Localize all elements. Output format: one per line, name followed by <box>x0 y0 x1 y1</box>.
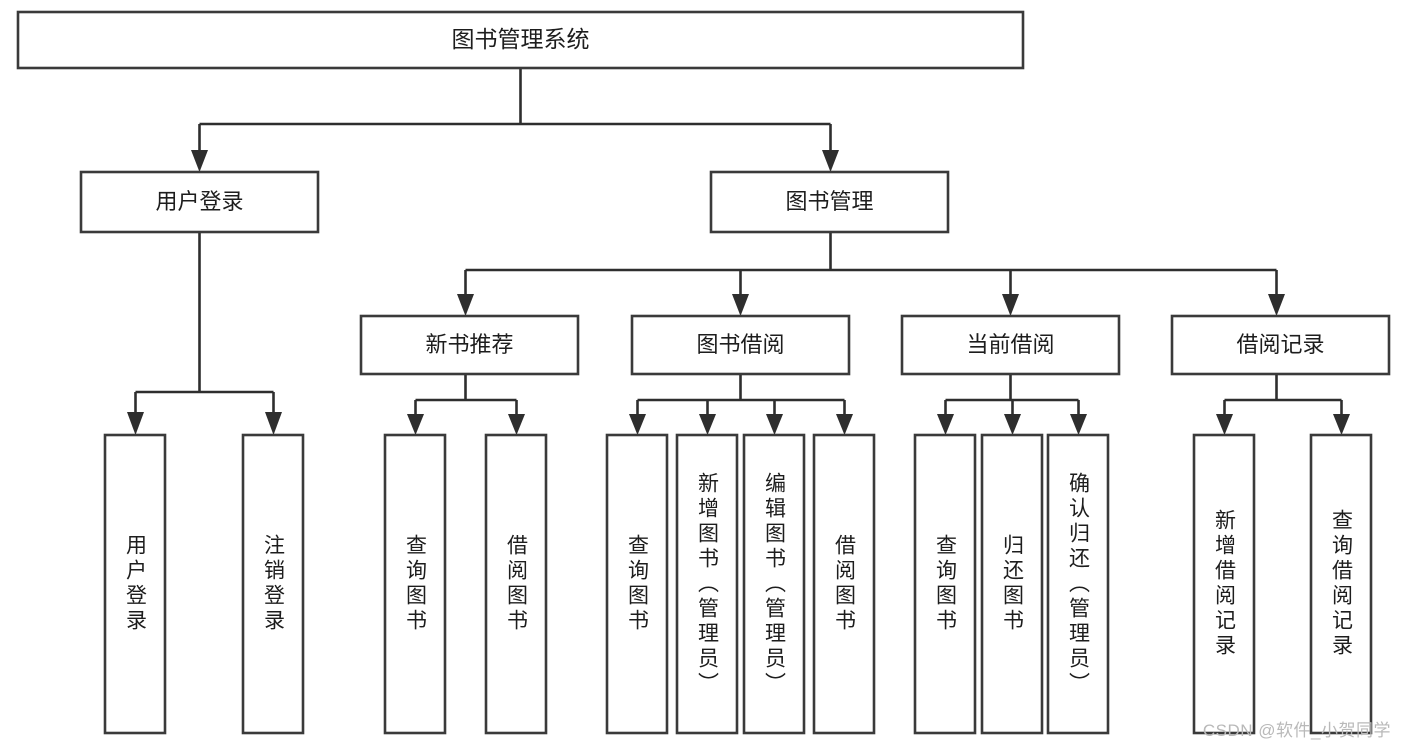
leaf-box-edit-book-admin[interactable] <box>742 433 806 735</box>
node-current-borrow-box[interactable] <box>900 314 1121 376</box>
leaf-box-query-book-current[interactable] <box>913 433 977 735</box>
node-user-login[interactable]: 用户登录 <box>79 170 320 234</box>
arrow-head-newbook-c1 <box>407 414 424 435</box>
node-user-login-label: 用户登录 <box>155 189 243 214</box>
leaf-box-query-book-borrow[interactable] <box>605 433 669 735</box>
node-current-borrow-label: 当前借阅 <box>966 332 1054 357</box>
connector-group-bookmgmt <box>457 232 1285 316</box>
node-book-management-box[interactable] <box>709 170 950 234</box>
arrow-head-login <box>191 150 208 172</box>
arrow-head-borrow-c1 <box>629 414 646 435</box>
node-book-borrow-label: 图书借阅 <box>696 332 784 357</box>
leaf-box-borrow-book[interactable] <box>812 433 876 735</box>
arrow-head-borrow-c3 <box>766 414 783 435</box>
arrow-head-borrow-c4 <box>836 414 853 435</box>
leaf-box-add-borrow-record[interactable] <box>1192 433 1256 735</box>
node-borrow-records-box[interactable] <box>1170 314 1391 376</box>
leaf-box-confirm-return-admin[interactable] <box>1046 433 1110 735</box>
arrow-head-records-c1 <box>1216 414 1233 435</box>
leaf-box-add-book-admin[interactable] <box>675 433 739 735</box>
arrow-head-borrow <box>732 294 749 316</box>
node-root-label: 图书管理系统 <box>452 26 590 52</box>
node-user-login-box[interactable] <box>79 170 320 234</box>
arrow-head-login-child2 <box>265 412 282 435</box>
connector-group-current <box>937 374 1087 435</box>
leaf-box-return-book[interactable] <box>980 433 1044 735</box>
leaf-box-user-login[interactable] <box>103 433 167 735</box>
arrow-head-current-c2 <box>1004 414 1021 435</box>
node-book-borrow[interactable]: 图书借阅 <box>630 314 851 376</box>
arrow-head-borrow-c2 <box>699 414 716 435</box>
arrow-head-newbook-c2 <box>508 414 525 435</box>
arrow-head-records-c2 <box>1333 414 1350 435</box>
node-current-borrow[interactable]: 当前借阅 <box>900 314 1121 376</box>
csdn-watermark: CSDN @软件_小贺同学 <box>1202 721 1391 740</box>
node-root[interactable]: 图书管理系统 <box>16 10 1025 70</box>
arrow-head-records <box>1268 294 1285 316</box>
connector-group-borrow <box>629 374 853 435</box>
connector-group-root <box>191 68 839 172</box>
arrow-head-bookmgmt <box>822 150 839 172</box>
node-new-book-recommend-box[interactable] <box>359 314 580 376</box>
node-book-management[interactable]: 图书管理 <box>709 170 950 234</box>
node-new-book-recommend[interactable]: 新书推荐 <box>359 314 580 376</box>
connector-group-records <box>1216 374 1350 435</box>
leaf-box-query-book-rec[interactable] <box>383 433 447 735</box>
arrow-head-current-c3 <box>1070 414 1087 435</box>
arrow-head-newbook <box>457 294 474 316</box>
node-borrow-records[interactable]: 借阅记录 <box>1170 314 1391 376</box>
leaf-box-borrow-book-rec[interactable] <box>484 433 548 735</box>
node-borrow-records-label: 借阅记录 <box>1236 332 1324 357</box>
arrow-head-login-child1 <box>127 412 144 435</box>
connector-group-newbook <box>407 374 525 435</box>
node-book-management-label: 图书管理 <box>785 189 873 214</box>
node-book-borrow-box[interactable] <box>630 314 851 376</box>
arrow-head-current <box>1002 294 1019 316</box>
leaf-box-query-borrow-record[interactable] <box>1309 433 1373 735</box>
connector-group-login <box>127 232 282 435</box>
node-new-book-recommend-label: 新书推荐 <box>425 332 513 357</box>
arrow-head-current-c1 <box>937 414 954 435</box>
leaf-box-logout-login[interactable] <box>241 433 305 735</box>
leaf-box-group <box>103 433 1373 735</box>
node-root-box[interactable] <box>16 10 1025 70</box>
